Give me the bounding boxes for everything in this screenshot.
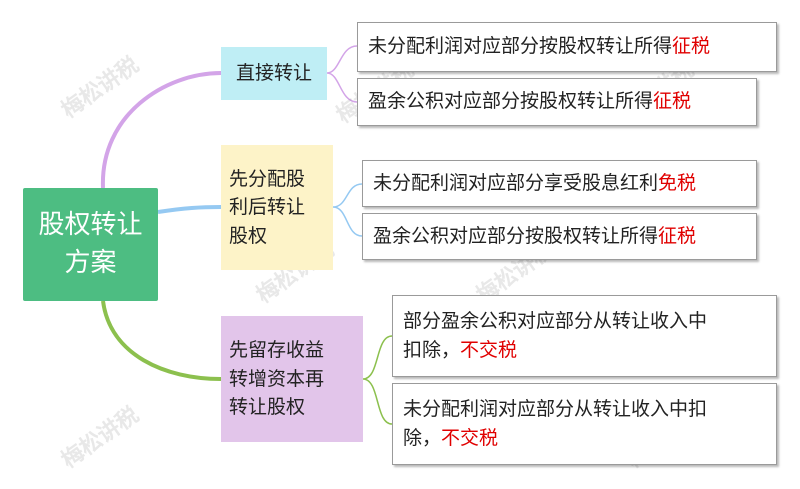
- branch-label-line: 先分配股: [229, 167, 306, 190]
- leaf-emphasis: 不交税: [441, 427, 499, 449]
- leaf-text-line2: 扣除，: [403, 339, 461, 361]
- branch-label-line: 股权: [229, 224, 268, 247]
- root-label-line1: 股权转让: [38, 209, 143, 240]
- connector-branch1-leaves: [326, 45, 358, 103]
- leaf-undistributed-profit-deducted: 未分配利润对应部分从转让收入中扣 除，不交税: [392, 383, 777, 465]
- leaf-text: 盈余公积对应部分按股权转让所得: [373, 224, 659, 247]
- leaf-text: 未分配利润对应部分按股权转让所得: [368, 35, 673, 58]
- branch-direct-transfer: 直接转让: [221, 47, 327, 100]
- leaf-surplus-reserve-taxed: 盈余公积对应部分按股权转让所得征税: [357, 78, 757, 126]
- connector-branch2-leaves: [332, 183, 363, 237]
- leaf-surplus-reserve-taxed-2: 盈余公积对应部分按股权转让所得征税: [362, 213, 757, 260]
- leaf-surplus-reserve-deducted: 部分盈余公积对应部分从转让收入中 扣除，不交税: [392, 295, 777, 377]
- branch-label: 直接转让: [235, 62, 312, 85]
- leaf-emphasis: 免税: [658, 171, 697, 194]
- connector-root-branch3: [101, 300, 222, 381]
- leaf-undistributed-profit-taxed: 未分配利润对应部分按股权转让所得征税: [357, 22, 777, 72]
- leaf-emphasis: 征税: [658, 224, 697, 247]
- leaf-text: 未分配利润对应部分享受股息红利: [373, 171, 659, 194]
- leaf-emphasis: 不交税: [460, 339, 518, 361]
- branch-label-line: 转增资本再: [229, 367, 325, 390]
- leaf-text-line2: 除，: [403, 427, 442, 449]
- branch-label-line: 转让股权: [229, 396, 306, 419]
- connector-root-branch1: [100, 71, 222, 189]
- connector-branch3-leaves: [362, 335, 393, 425]
- leaf-emphasis: 征税: [653, 90, 692, 113]
- leaf-undistributed-profit-exempt: 未分配利润对应部分享受股息红利免税: [362, 160, 757, 207]
- branch-label-line: 利后转让: [229, 196, 306, 219]
- branch-label-line: 先留存收益: [229, 339, 325, 362]
- leaf-text-line1: 未分配利润对应部分从转让收入中扣: [403, 397, 708, 420]
- connector-root-branch2: [157, 205, 222, 214]
- leaf-text-line1: 部分盈余公积对应部分从转让收入中: [403, 309, 708, 332]
- leaf-text: 盈余公积对应部分按股权转让所得: [368, 90, 654, 113]
- branch-capitalize-then-transfer: 先留存收益 转增资本再 转让股权: [221, 316, 363, 442]
- root-node: 股权转让 方案: [23, 188, 158, 301]
- branch-distribute-then-transfer: 先分配股 利后转让 股权: [221, 145, 333, 270]
- leaf-emphasis: 征税: [672, 35, 711, 58]
- root-label-line2: 方案: [64, 247, 117, 278]
